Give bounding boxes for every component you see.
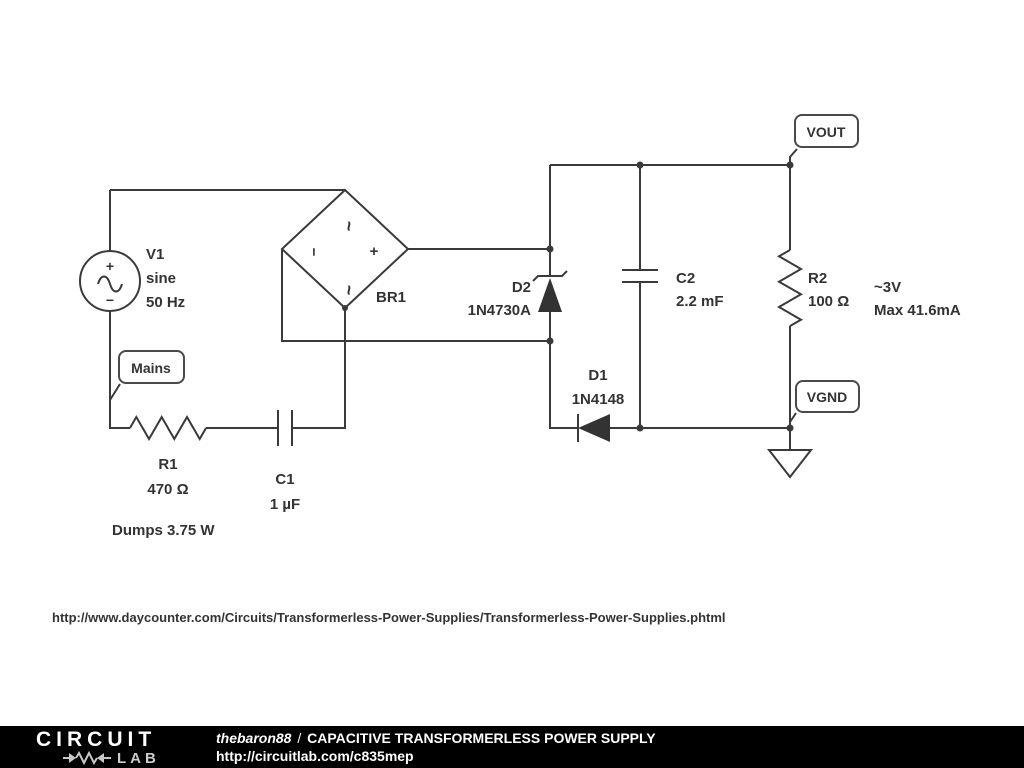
d2-designator-label: D2 bbox=[512, 279, 531, 296]
junction-dots bbox=[546, 161, 794, 432]
r2-zigzag-symbol bbox=[776, 249, 804, 327]
reference-url-text: http://www.daycounter.com/Circuits/Trans… bbox=[52, 610, 726, 625]
br1-minus-mark: − bbox=[305, 248, 322, 257]
zener-diode-d2: D2 1N4730A bbox=[468, 270, 568, 319]
ground-symbol bbox=[766, 449, 814, 479]
vgnd-flag-connector bbox=[789, 412, 797, 423]
d2-triangle-symbol bbox=[538, 278, 562, 312]
schematic-canvas: + − V1 sine 50 Hz ~ ~ + − BR1 R1 470 Ω C… bbox=[52, 114, 961, 625]
net-flag-vout: VOUT bbox=[794, 114, 859, 148]
r1-value-label: 470 Ω bbox=[147, 481, 188, 498]
c1-designator-label: C1 bbox=[275, 471, 294, 488]
wire-c1-bridge bbox=[292, 308, 346, 429]
mains-flag-label: Mains bbox=[131, 360, 171, 376]
c2-value-label: 2.2 mF bbox=[676, 293, 724, 310]
footer-bar: CIRCUIT LAB thebaron88 / CAPACITIVE TRAN… bbox=[0, 726, 1024, 768]
junction-dot bbox=[546, 337, 554, 345]
br1-designator-label: BR1 bbox=[376, 289, 406, 306]
v1-plus-mark: + bbox=[106, 258, 114, 274]
vout-flag-label: VOUT bbox=[807, 124, 846, 140]
vout-flag-box bbox=[794, 114, 859, 148]
diode-d1: D1 1N4148 bbox=[572, 367, 625, 442]
logo-word-circuit: CIRCUIT bbox=[36, 727, 157, 751]
r2-designator-label: R2 bbox=[808, 270, 827, 287]
junction-dot bbox=[786, 424, 794, 432]
wire-bridge-minus bbox=[281, 249, 550, 342]
v1-minus-mark: − bbox=[106, 292, 114, 308]
v1-sine-wave-icon bbox=[97, 275, 123, 293]
vgnd-flag-label: VGND bbox=[807, 389, 847, 405]
c1-plates-symbol bbox=[277, 410, 293, 446]
ground-triangle-icon bbox=[766, 449, 814, 479]
net-flag-mains: Mains bbox=[118, 350, 185, 384]
junction-dot bbox=[786, 161, 794, 169]
credit-line: thebaron88 / CAPACITIVE TRANSFORMERLESS … bbox=[216, 729, 656, 747]
c1-value-label: 1 µF bbox=[270, 496, 300, 513]
v1-frequency-label: 50 Hz bbox=[146, 294, 185, 311]
junction-dot bbox=[636, 424, 644, 432]
output-current-label: Max 41.6mA bbox=[874, 302, 961, 319]
resistor-r2: R2 100 Ω bbox=[776, 249, 849, 327]
br1-plus-mark: + bbox=[370, 243, 379, 260]
c2-plates-symbol bbox=[622, 269, 658, 283]
credit-block: thebaron88 / CAPACITIVE TRANSFORMERLESS … bbox=[216, 729, 656, 765]
br1-terminal-dot bbox=[342, 305, 348, 311]
credit-divider: / bbox=[297, 729, 302, 746]
circuit-title: CAPACITIVE TRANSFORMERLESS POWER SUPPLY bbox=[307, 729, 656, 746]
logo-word-lab: LAB bbox=[117, 749, 160, 767]
r2-value-label: 100 Ω bbox=[808, 293, 849, 310]
power-dump-note: Dumps 3.75 W bbox=[112, 522, 215, 539]
v1-designator-label: V1 bbox=[146, 246, 164, 263]
logo-bottom-row: LAB bbox=[36, 751, 188, 766]
resistor-r1: R1 470 Ω bbox=[129, 414, 207, 498]
wires bbox=[109, 148, 798, 450]
output-annotations: ~3V Max 41.6mA bbox=[874, 279, 961, 319]
br1-ac-bottom-mark: ~ bbox=[339, 285, 359, 296]
capacitor-c2: C2 2.2 mF bbox=[622, 269, 724, 310]
d1-designator-label: D1 bbox=[588, 367, 607, 384]
capacitor-c1: C1 1 µF bbox=[270, 410, 300, 513]
wire-v1-bottom bbox=[109, 311, 130, 429]
voltage-source-v1: + − V1 sine 50 Hz bbox=[79, 246, 185, 312]
wire-d2-bottom bbox=[549, 312, 578, 429]
d1-triangle-symbol bbox=[578, 414, 610, 442]
mains-flag-box bbox=[118, 350, 185, 384]
circuitlab-logo: CIRCUIT LAB bbox=[36, 729, 188, 766]
r1-zigzag-symbol bbox=[129, 414, 207, 442]
d2-part-label: 1N4730A bbox=[468, 302, 532, 319]
net-flag-vgnd: VGND bbox=[795, 380, 860, 413]
r1-designator-label: R1 bbox=[158, 456, 177, 473]
bridge-rectifier-br1: ~ ~ + − BR1 bbox=[280, 188, 410, 311]
br1-ac-top-mark: ~ bbox=[339, 221, 359, 232]
output-voltage-label: ~3V bbox=[874, 279, 901, 296]
d2-cathode-bar bbox=[532, 270, 568, 282]
author-name: thebaron88 bbox=[216, 729, 292, 746]
resistor-logo-icon bbox=[63, 751, 111, 765]
v1-waveform-label: sine bbox=[146, 270, 176, 287]
d1-part-label: 1N4148 bbox=[572, 391, 625, 408]
v1-circle-symbol bbox=[79, 250, 141, 312]
junction-dot bbox=[546, 245, 554, 253]
vgnd-flag-box bbox=[795, 380, 860, 413]
junction-dot bbox=[636, 161, 644, 169]
mains-flag-connector bbox=[109, 383, 121, 401]
share-url: http://circuitlab.com/c835mep bbox=[216, 748, 414, 764]
c2-designator-label: C2 bbox=[676, 270, 695, 287]
